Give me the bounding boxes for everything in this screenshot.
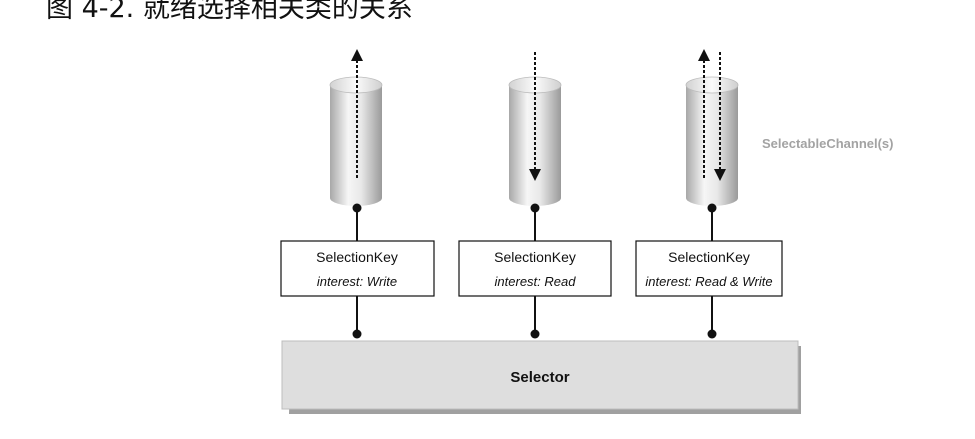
channel-write: SelectionKey interest: Write bbox=[280, 49, 435, 339]
connector-dot bbox=[707, 329, 717, 339]
selection-key-box bbox=[280, 240, 435, 297]
selection-key-interest: interest: Read bbox=[495, 274, 577, 289]
selection-key-interest: interest: Write bbox=[317, 274, 397, 289]
channel-read-write: SelectionKey interest: Read & Write bbox=[635, 49, 783, 339]
channel-cylinder bbox=[508, 76, 562, 206]
connector-dot bbox=[352, 329, 362, 339]
selectable-channels-label: SelectableChannel(s) bbox=[762, 136, 894, 151]
connector-dot bbox=[352, 203, 362, 213]
selection-key-title: SelectionKey bbox=[316, 249, 398, 265]
connector-dot bbox=[707, 203, 717, 213]
channel-cylinder bbox=[685, 76, 739, 206]
connector-dot bbox=[530, 329, 540, 339]
selection-key-box bbox=[635, 240, 783, 297]
channel-read: SelectionKey interest: Read bbox=[458, 52, 612, 339]
selection-key-title: SelectionKey bbox=[494, 249, 576, 265]
connector-dot bbox=[530, 203, 540, 213]
selection-key-title: SelectionKey bbox=[668, 249, 750, 265]
selector-label: Selector bbox=[510, 369, 569, 386]
selector-box: Selector bbox=[281, 340, 801, 414]
selection-key-interest: interest: Read & Write bbox=[645, 274, 772, 289]
figure-caption: 图 4-2. 就绪选择相关类的关系 bbox=[46, 0, 413, 24]
